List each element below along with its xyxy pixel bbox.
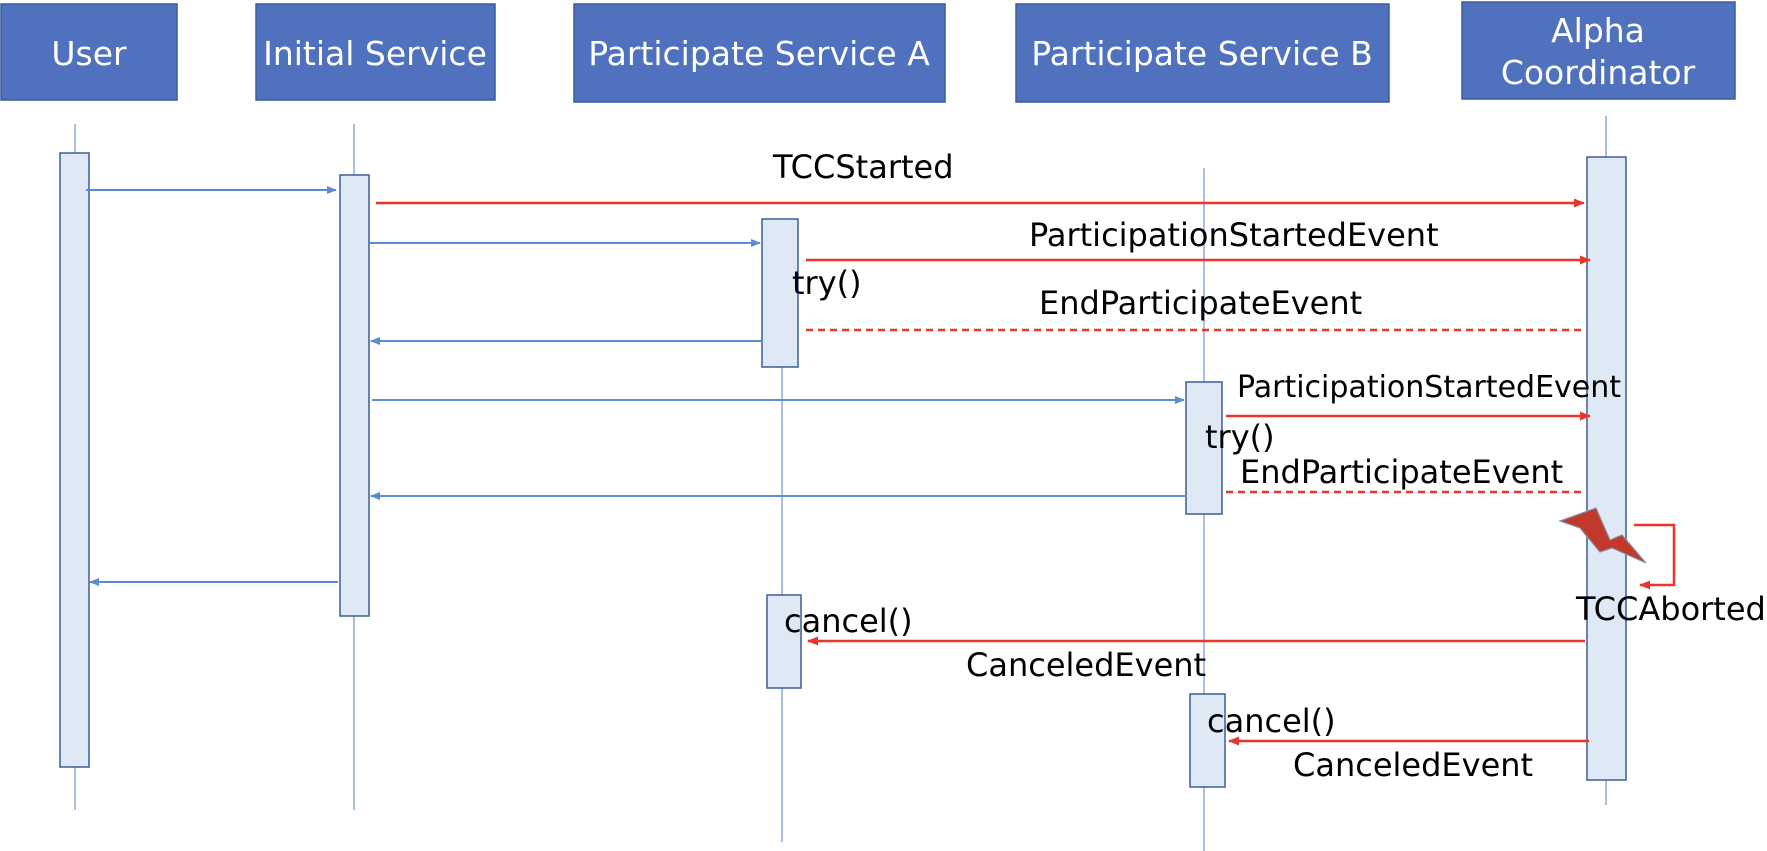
activation-initial-service — [339, 174, 370, 617]
activation-service-a-try — [761, 218, 799, 368]
activation-service-b-try — [1185, 381, 1223, 515]
label-tcc-aborted: TCCAborted — [1575, 590, 1766, 628]
label-canceled-event-b: CanceledEvent — [1293, 746, 1533, 784]
activation-alpha-coordinator — [1586, 156, 1627, 781]
self-arrow-tcc-aborted — [1634, 523, 1676, 590]
participant-alpha-coordinator-label-line2: Coordinator — [1501, 53, 1696, 92]
label-canceled-event-a: CanceledEvent — [966, 646, 1206, 684]
participant-initial-service: Initial Service — [255, 3, 496, 101]
label-try-b: try() — [1205, 418, 1275, 456]
label-participation-started-b: ParticipationStartedEvent — [1237, 370, 1621, 405]
label-end-participate-b: EndParticipateEvent — [1240, 453, 1563, 491]
participant-service-a-label: Participate Service A — [588, 34, 930, 73]
activation-service-a-cancel — [766, 594, 802, 689]
label-cancel-b: cancel() — [1207, 702, 1336, 740]
participant-service-b-label: Participate Service B — [1031, 34, 1373, 73]
participant-user: User — [0, 3, 178, 101]
activation-service-b-cancel — [1189, 693, 1226, 788]
lightning-bolt-icon — [1558, 507, 1647, 564]
participant-alpha-coordinator: Alpha Coordinator — [1461, 1, 1736, 100]
participant-initial-service-label: Initial Service — [263, 34, 487, 73]
label-tcc-started: TCCStarted — [772, 148, 954, 186]
label-participation-started-a: ParticipationStartedEvent — [1029, 216, 1439, 254]
participant-service-b: Participate Service B — [1015, 3, 1390, 103]
participant-service-a: Participate Service A — [573, 3, 946, 103]
participant-user-label: User — [51, 34, 127, 73]
activation-user — [59, 152, 90, 768]
label-end-participate-a: EndParticipateEvent — [1039, 284, 1362, 322]
label-try-a: try() — [792, 264, 862, 302]
participant-alpha-coordinator-label-line1: Alpha — [1551, 11, 1645, 50]
label-cancel-a: cancel() — [784, 602, 913, 640]
